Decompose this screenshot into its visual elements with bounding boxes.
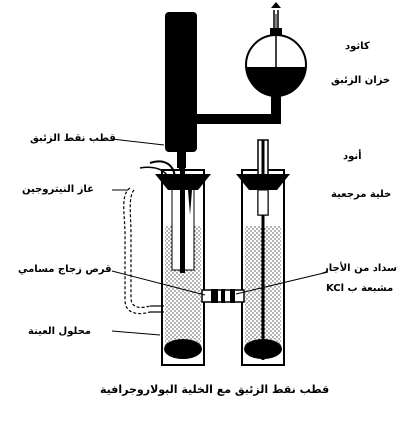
label-sample-solution: محلول العينة xyxy=(28,326,91,337)
mercury-reservoir xyxy=(245,2,307,123)
label-dropping-mercury-electrode: قطب نقط الزئبق xyxy=(30,133,116,144)
figure-caption: قطب نقط الزئبق مع الخلية البولاروجرافية xyxy=(100,383,330,396)
connecting-tube xyxy=(195,114,281,124)
label-reference-cell: خلية مرجعية xyxy=(331,189,392,200)
label-cathode: كاثود xyxy=(345,41,370,52)
salt-bridge xyxy=(201,289,245,303)
label-nitrogen-gas: غاز النيتروجين xyxy=(22,184,94,195)
label-mercury-reservoir: خزان الزئبق xyxy=(331,75,391,86)
label-porous-glass-disc: قرص زجاج مسامي xyxy=(18,264,112,275)
nitrogen-inlet-tube xyxy=(123,187,164,315)
label-kcl-saturated: مشبعة ب KCl xyxy=(326,283,394,294)
sample-cell xyxy=(139,160,211,366)
label-anode: أنود xyxy=(343,151,362,162)
leader-lines xyxy=(111,138,329,336)
reference-cell xyxy=(236,139,290,366)
label-agar-plug: سداد من الأجار xyxy=(323,263,397,274)
